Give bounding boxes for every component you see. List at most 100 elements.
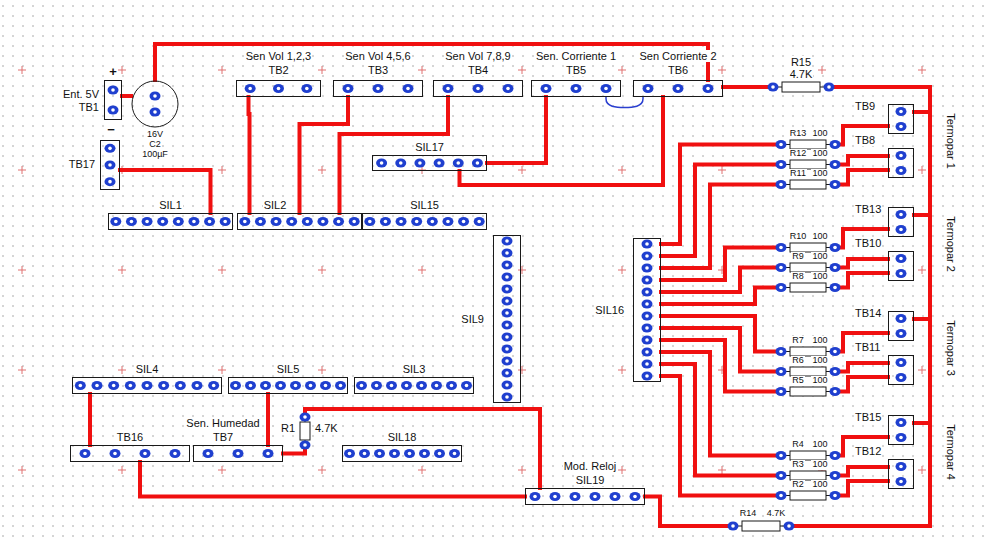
copper-trace <box>661 316 778 352</box>
pad-hole <box>279 384 283 388</box>
solder-pad <box>230 381 241 390</box>
solder-pad <box>401 381 412 390</box>
connector-header: SIL18 <box>342 445 462 462</box>
solder-pad <box>389 449 400 458</box>
solder-pad <box>896 314 907 323</box>
solder-pad <box>434 449 445 458</box>
part-label: TB1 <box>78 101 100 113</box>
pad-hole <box>787 524 791 528</box>
pad-hole <box>779 286 783 290</box>
component-art <box>778 243 838 252</box>
component-art <box>888 148 914 178</box>
pad-hole <box>833 266 837 270</box>
resistor-body <box>790 367 826 376</box>
part-label: TB6 <box>667 64 689 76</box>
solder-pad <box>896 166 907 175</box>
part-label: TB14 <box>854 307 882 319</box>
pad-hole <box>899 169 903 173</box>
pad-hole <box>277 87 281 91</box>
pad-hole <box>553 495 557 499</box>
pad-hole <box>408 452 412 456</box>
solder-pad <box>245 84 256 93</box>
part-label: 4.7K <box>789 68 814 80</box>
solder-pad <box>142 217 153 226</box>
component-art <box>778 367 838 376</box>
solder-pad <box>830 367 841 376</box>
pad-hole <box>111 108 115 112</box>
part-label: 100 <box>811 460 828 470</box>
pad-hole <box>192 220 196 224</box>
pad-hole <box>456 161 460 165</box>
solder-pad <box>830 471 841 480</box>
solder-pad <box>473 84 484 93</box>
solder-pad <box>776 160 787 169</box>
component-art <box>778 180 838 189</box>
component-art <box>100 140 120 190</box>
resistor-body <box>790 387 826 396</box>
resistor-body <box>790 283 826 292</box>
resistor-body <box>782 82 820 92</box>
solder-pad <box>150 108 161 117</box>
solder-pad <box>461 381 472 390</box>
solder-pad <box>824 83 835 92</box>
part-label: 100 <box>811 252 828 262</box>
pad-hole <box>476 87 480 91</box>
connector-name: Termopar 4 <box>945 423 957 481</box>
resistor-symbol: R154.7K <box>770 82 832 92</box>
copper-trace <box>661 376 778 496</box>
part-label: Ent. 5V <box>62 88 100 100</box>
solder-pad <box>349 217 360 226</box>
solder-pad <box>245 381 256 390</box>
solder-pad <box>271 217 282 226</box>
part-label: TB2 <box>267 64 289 76</box>
resistor-symbol: R13100 <box>778 140 838 149</box>
solder-pad <box>896 151 907 160</box>
pad-hole <box>833 350 837 354</box>
pad-hole <box>145 220 149 224</box>
pad-hole <box>173 452 177 456</box>
solder-pad <box>776 140 787 149</box>
pad-hole <box>645 326 649 330</box>
pad-hole <box>95 384 99 388</box>
pad-hole <box>431 220 435 224</box>
solder-pad <box>386 381 397 390</box>
pad-hole <box>406 87 410 91</box>
connector-header: SIL9 <box>493 235 521 403</box>
part-label: R9 <box>791 252 805 262</box>
solder-pad <box>703 84 714 93</box>
part-label: 100 <box>811 480 828 490</box>
pad-hole <box>309 384 313 388</box>
solder-pad <box>286 217 297 226</box>
connector-header: Mod. RelojSIL19 <box>525 488 645 505</box>
pad-hole <box>418 161 422 165</box>
copper-trace <box>305 409 540 488</box>
part-label: Sen Corriente 2 <box>638 50 717 62</box>
pad-hole <box>129 384 133 388</box>
copper-trace <box>140 462 525 497</box>
pad-hole <box>290 220 294 224</box>
solder-pad <box>503 84 514 93</box>
solder-pad <box>364 217 375 226</box>
solder-pad <box>642 348 653 357</box>
pad-hole <box>833 246 837 250</box>
resistor-body <box>790 451 826 460</box>
solder-pad <box>541 84 552 93</box>
copper-trace <box>120 170 211 213</box>
part-label: TB11 <box>854 341 881 353</box>
component-art <box>888 459 914 489</box>
solder-pad <box>108 381 119 390</box>
pad-hole <box>303 415 307 419</box>
solder-pad <box>776 263 787 272</box>
part-label: 4.7K <box>314 422 339 434</box>
pad-hole <box>899 436 903 440</box>
pad-hole <box>899 480 903 484</box>
pad-hole <box>399 161 403 165</box>
component-art <box>493 235 521 403</box>
copper-trace <box>838 363 888 372</box>
component-art <box>300 414 310 448</box>
part-label: 100 <box>811 376 828 386</box>
copper-trace <box>838 377 888 392</box>
pad-hole <box>676 87 680 91</box>
